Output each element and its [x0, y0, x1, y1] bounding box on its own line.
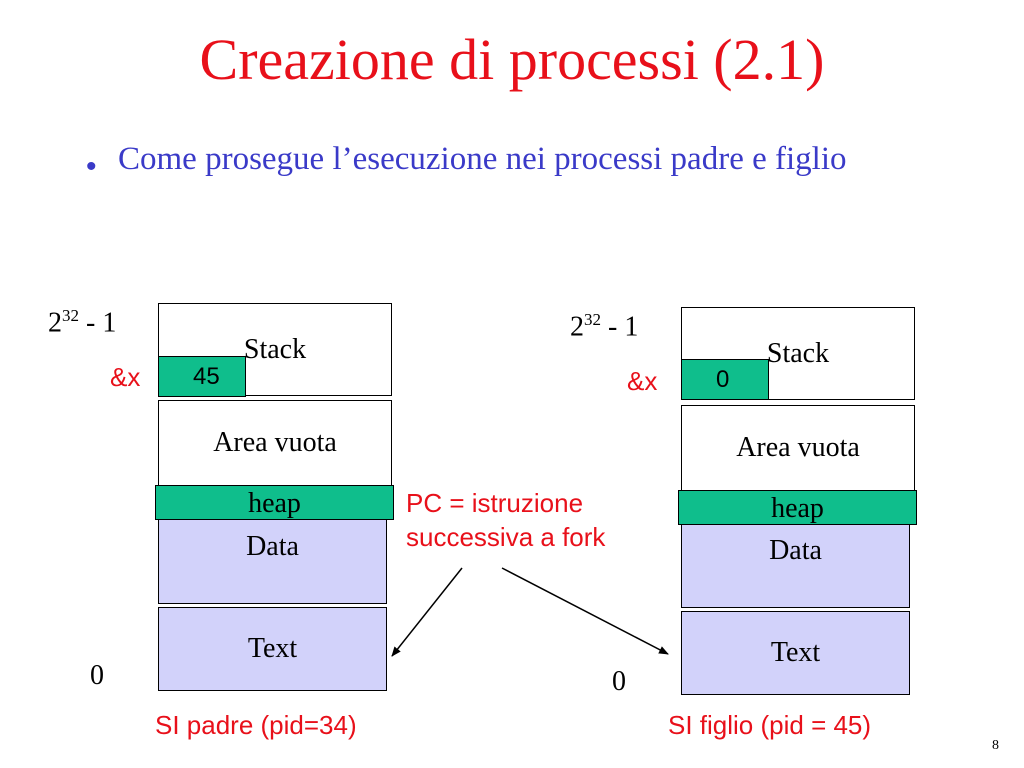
slide-number: 8: [992, 738, 999, 753]
left-caption: SI padre (pid=34): [155, 710, 357, 740]
arrow-to-left-text: [391, 567, 463, 657]
right-text-segment: Text: [681, 611, 910, 695]
pc-annotation-line1: PC = istruzione: [406, 488, 584, 518]
right-empty-area: Area vuota: [681, 405, 915, 491]
right-bottom-address: 0: [612, 666, 626, 697]
left-var-value: 45: [158, 356, 246, 397]
right-top-address: 232 - 1: [570, 310, 639, 343]
bullet-marker: •: [86, 150, 97, 183]
bullet-text: Come prosegue l’esecuzione nei processi …: [118, 141, 847, 177]
pc-annotation-line2: successiva a fork: [406, 522, 606, 552]
slide-title: Creazione di processi (2.1): [199, 27, 825, 92]
right-heap-segment: heap: [678, 490, 917, 525]
left-empty-area: Area vuota: [158, 400, 392, 486]
arrow-to-right-text: [501, 567, 669, 655]
right-caption: SI figlio (pid = 45): [668, 710, 872, 740]
right-var-value: 0: [681, 359, 769, 400]
left-top-address: 232 - 1: [48, 306, 117, 339]
left-text-segment: Text: [158, 607, 387, 691]
right-data-segment: Data: [681, 522, 910, 608]
left-heap-segment: heap: [155, 485, 394, 520]
left-bottom-address: 0: [90, 660, 104, 691]
left-var-label: &x: [110, 362, 141, 392]
pc-annotation: PC = istruzione successiva a fork: [406, 486, 605, 554]
right-var-label: &x: [627, 366, 658, 396]
